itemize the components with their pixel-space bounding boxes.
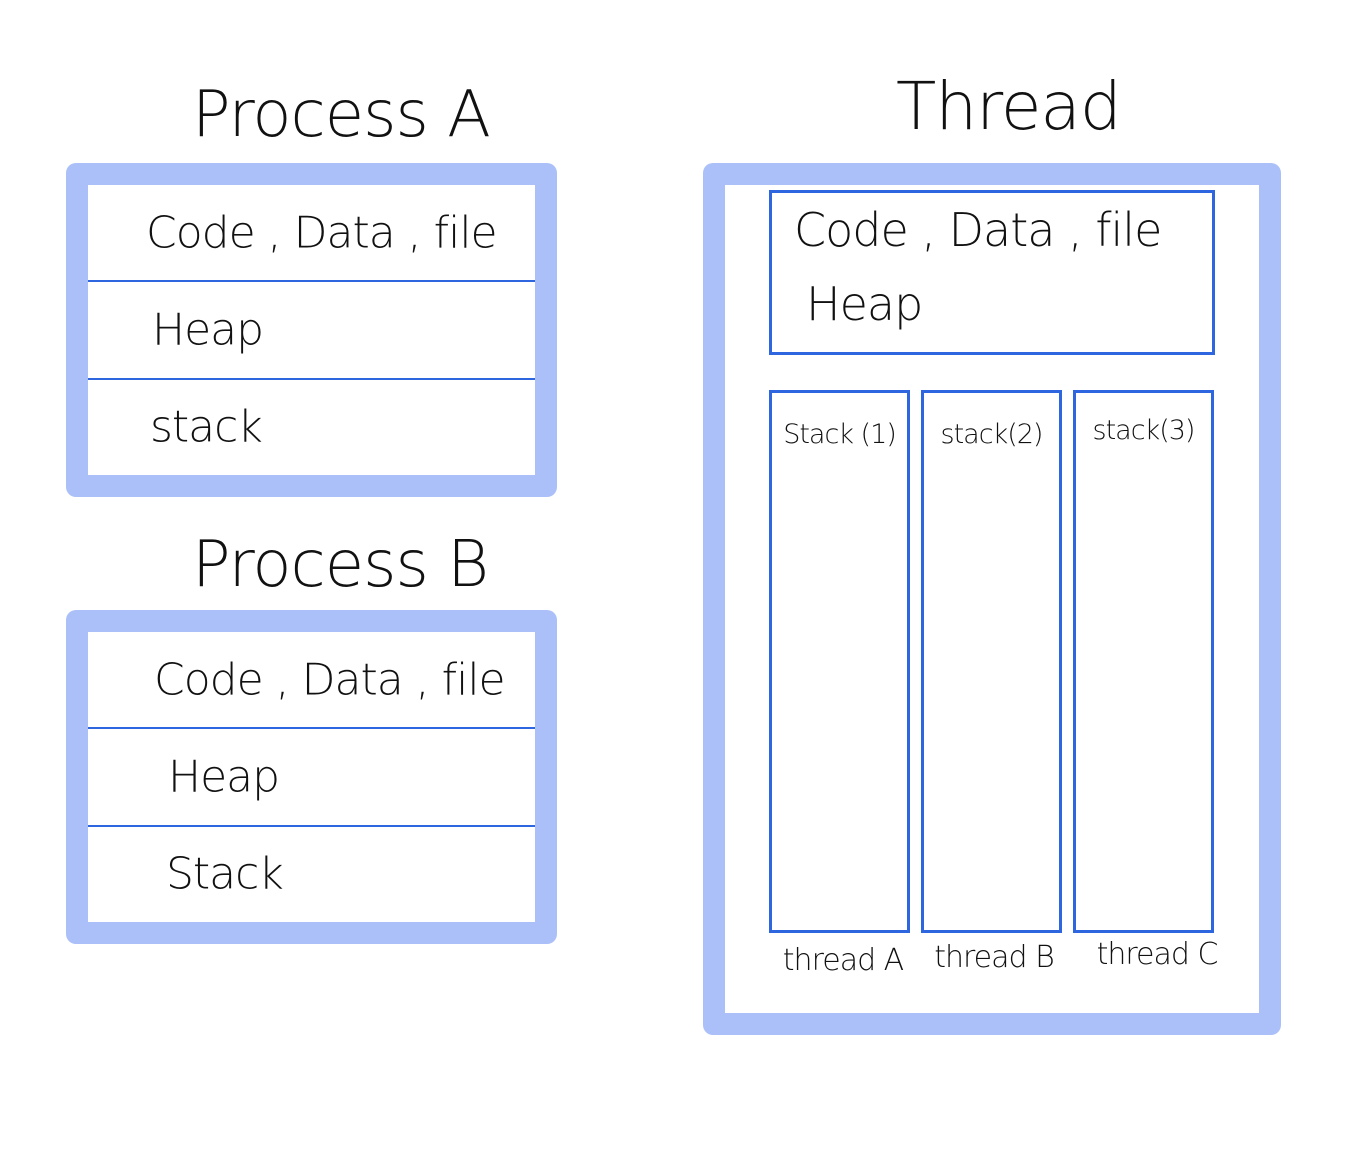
stack-1-label: Stack (1) bbox=[783, 419, 897, 450]
process-a-heap-label: Heap bbox=[152, 304, 264, 356]
thread-title: Thread bbox=[896, 68, 1122, 145]
shared-heap-label: Heap bbox=[806, 277, 923, 331]
process-b-heap-label: Heap bbox=[168, 751, 280, 803]
shared-resources-box: Code , Data , file Heap bbox=[769, 190, 1215, 355]
process-a-title: Process A bbox=[192, 78, 491, 152]
process-b-stack-label: Stack bbox=[166, 848, 284, 900]
thread-b-label: thread B bbox=[934, 940, 1055, 975]
process-a-code-data-file-label: Code , Data , file bbox=[146, 207, 498, 259]
process-a-stack-label: stack bbox=[150, 401, 263, 453]
stack-2-label: stack(2) bbox=[940, 419, 1044, 450]
stack-box-3: stack(3) bbox=[1073, 390, 1214, 933]
process-a-box: Code , Data , file Heap stack bbox=[66, 163, 557, 497]
process-a-heap-segment: Heap bbox=[88, 280, 535, 377]
stack-3-label: stack(3) bbox=[1092, 415, 1196, 446]
process-a-stack-segment: stack bbox=[88, 377, 535, 475]
stack-box-2: stack(2) bbox=[921, 390, 1062, 933]
thread-c-label: thread C bbox=[1096, 937, 1219, 972]
process-b-title: Process B bbox=[192, 528, 489, 602]
process-b-heap-segment: Heap bbox=[88, 727, 535, 824]
process-b-box: Code , Data , file Heap Stack bbox=[66, 610, 557, 944]
stack-box-1: Stack (1) bbox=[769, 390, 910, 933]
process-a-segments: Code , Data , file Heap stack bbox=[88, 185, 535, 475]
shared-code-data-file-label: Code , Data , file bbox=[794, 203, 1162, 257]
process-b-code-data-file-label: Code , Data , file bbox=[154, 654, 506, 706]
thread-a-label: thread A bbox=[782, 943, 904, 978]
process-b-code-data-file-segment: Code , Data , file bbox=[88, 632, 535, 727]
process-a-code-data-file-segment: Code , Data , file bbox=[88, 185, 535, 280]
process-b-stack-segment: Stack bbox=[88, 824, 535, 922]
process-b-segments: Code , Data , file Heap Stack bbox=[88, 632, 535, 922]
thread-process-box: Code , Data , file Heap Stack (1) stack(… bbox=[703, 163, 1281, 1035]
